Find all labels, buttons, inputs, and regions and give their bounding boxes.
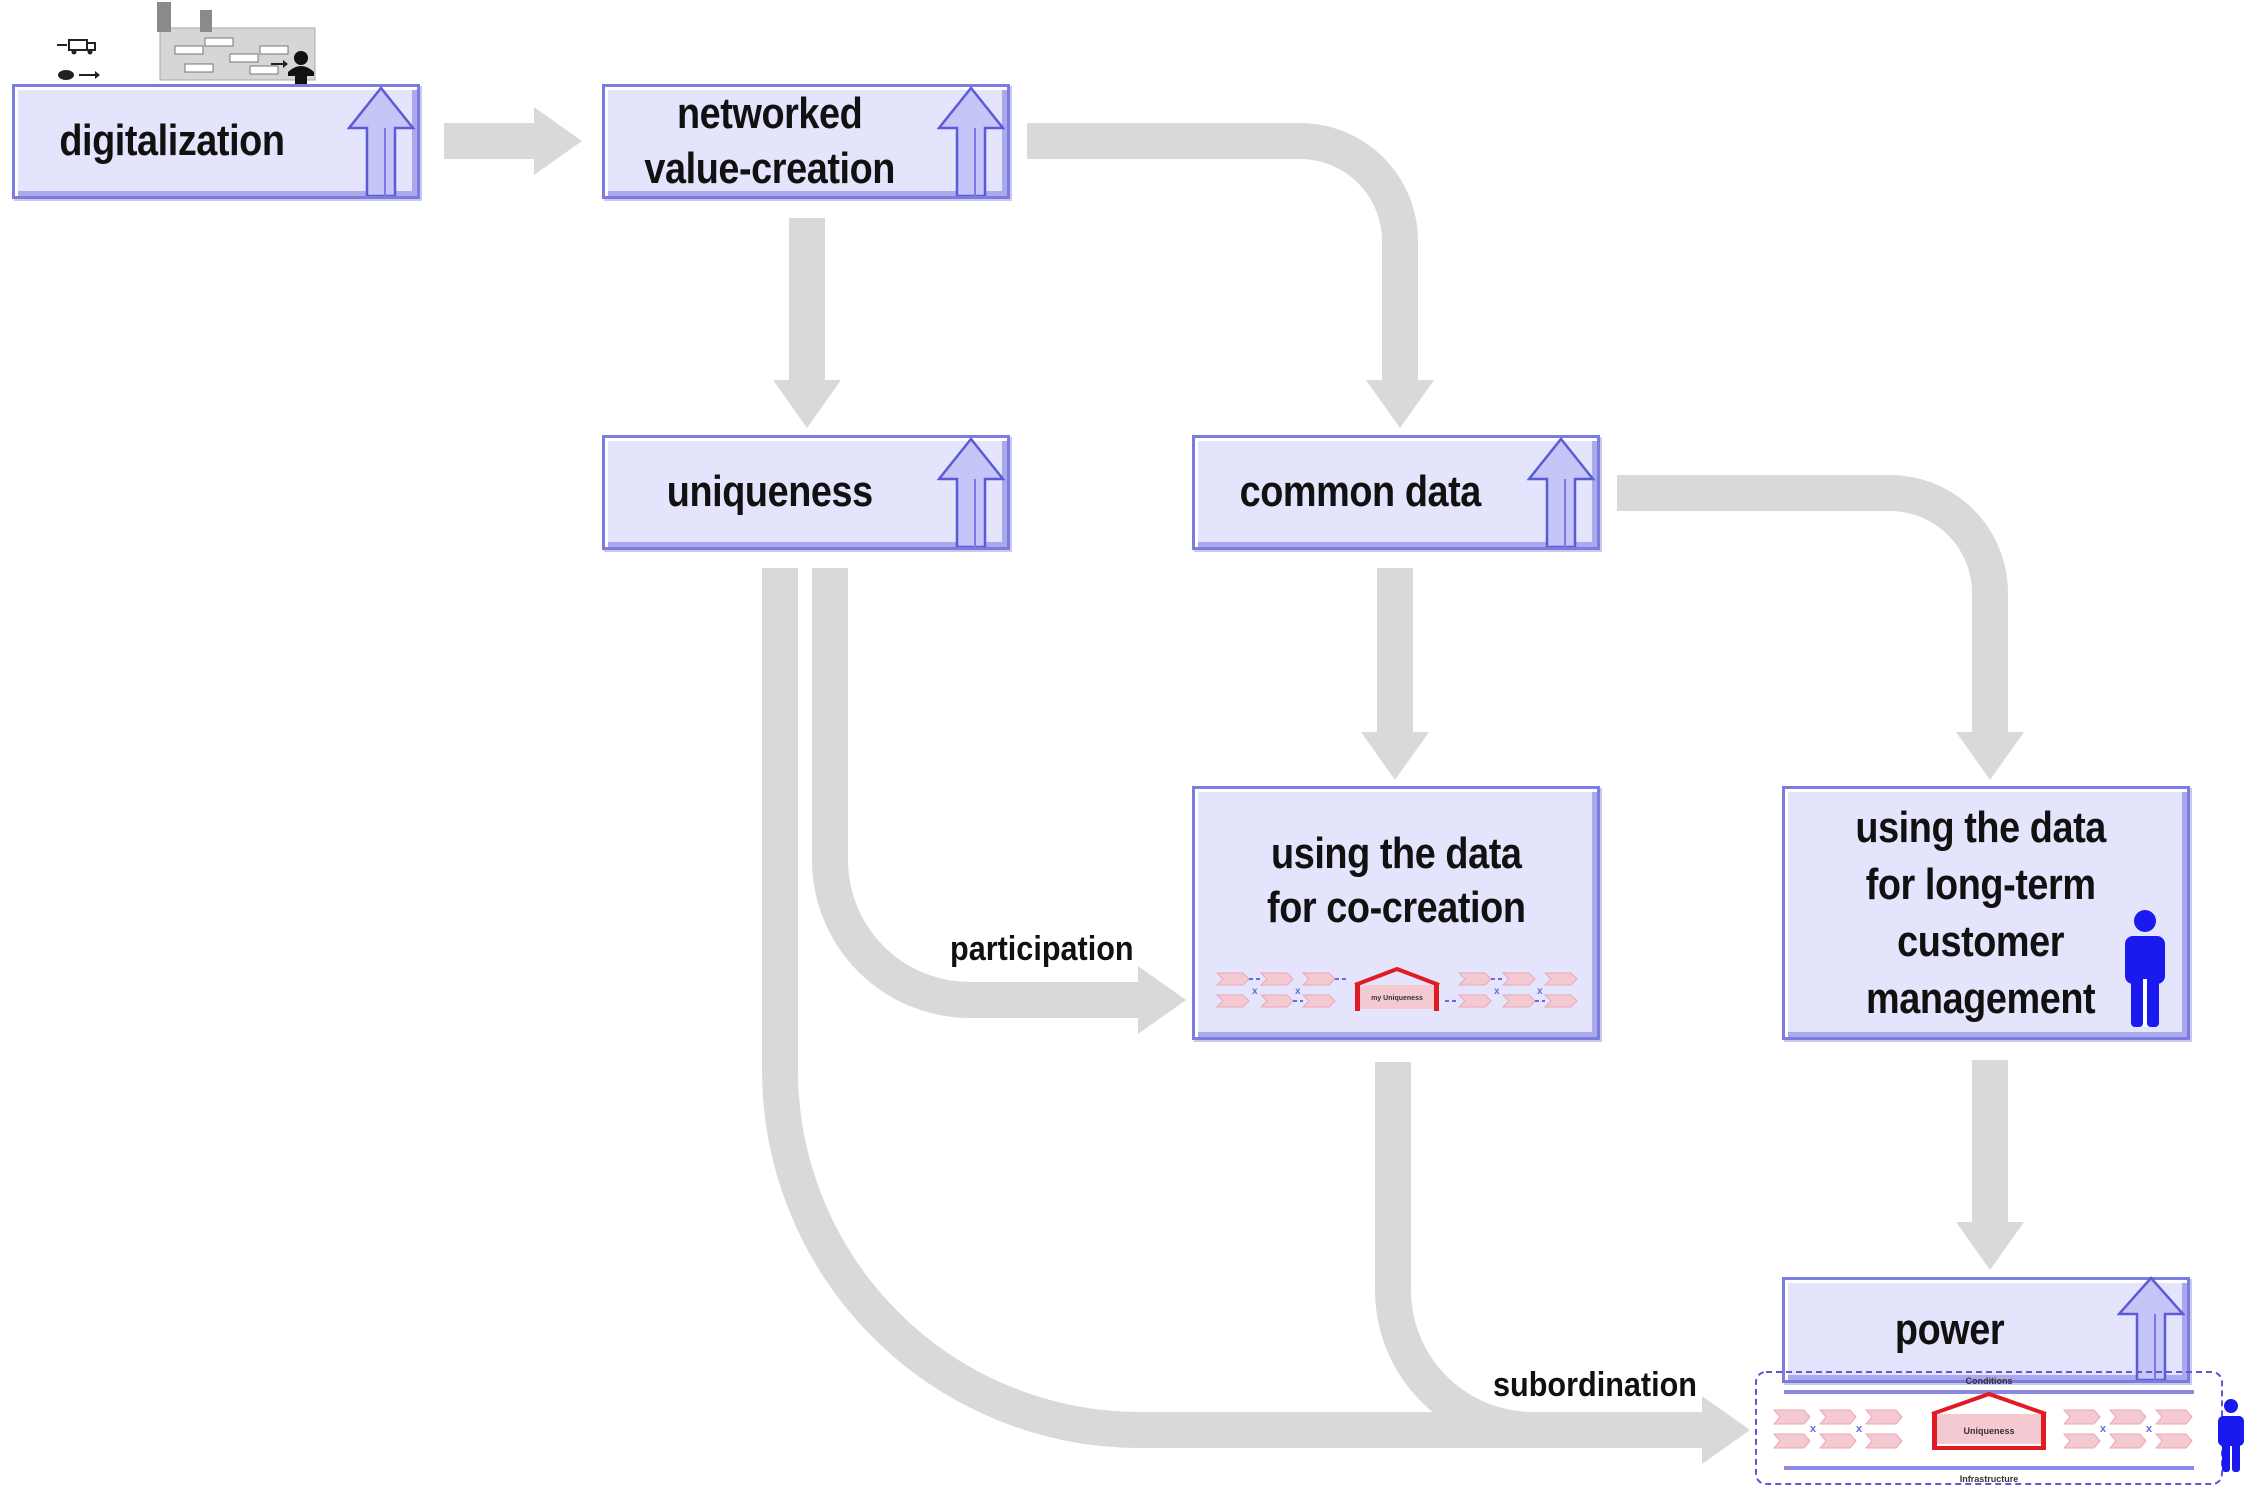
arrow-cocreation-to-subordination (1375, 1062, 1640, 1448)
person-icon (2218, 1399, 2244, 1472)
factory-illustration (57, 2, 316, 84)
node-uniqueness: uniqueness (602, 435, 1010, 550)
edge-label-subordination: subordination (1493, 1366, 1697, 1404)
node-networked-value-creation: networked value-creation (602, 84, 1010, 199)
node-digitalization-label: digitalization (59, 116, 285, 166)
node-cocreation-label: using the data for co-creation (1266, 827, 1526, 935)
up-arrow-icon (347, 85, 415, 196)
node-networked-label: networked value-creation (645, 87, 896, 195)
node-longterm-line-1: using the data (1855, 802, 2107, 852)
node-networked-line-2: value-creation (644, 143, 896, 193)
svg-text:x: x (2100, 1423, 2107, 1435)
node-longterm-line-4: management (1866, 974, 2096, 1024)
infrastructure-mini-label: Infrastructure (1960, 1474, 2019, 1484)
node-common-data-label: common data (1239, 467, 1481, 517)
node-power: power (1782, 1276, 2190, 1383)
arrow-subordination-outer (762, 568, 1750, 1464)
svg-text:x: x (2146, 1423, 2153, 1435)
node-power-label: power (1895, 1304, 2005, 1354)
my-uniqueness-mini-label: my Uniqueness (1371, 995, 1423, 1002)
node-digitalization: digitalization (12, 84, 420, 199)
svg-text:x: x (1856, 1423, 1863, 1435)
value-chain-illustration: x x x x my Uniqueness (1215, 967, 1578, 1011)
node-common-data: common data (1192, 435, 1600, 550)
person-icon (2125, 910, 2165, 1027)
edge-label-participation: participation (950, 930, 1134, 968)
svg-text:x: x (1494, 986, 1500, 997)
node-cocreation-line-2: for co-creation (1266, 883, 1526, 933)
arrow-participation (812, 568, 1186, 1034)
node-longterm-line-3: customer (1897, 917, 2065, 966)
customer-icon (271, 51, 314, 84)
raw-material-icon (58, 70, 100, 80)
platform-illustration: Conditions Infrastructure x x x x Uniquene… (1755, 1371, 2223, 1485)
svg-text:x: x (1295, 986, 1301, 997)
node-longterm-line-2: for long-term (1866, 859, 2096, 909)
node-long-term-customer-management: using the data for long-term customer ma… (1782, 786, 2190, 1040)
conditions-mini-label: Conditions (1966, 1376, 2013, 1386)
arrow-networked-to-commondata (1027, 123, 1434, 428)
arrow-commondata-to-longterm (1617, 475, 2024, 780)
up-arrow-icon (937, 436, 1005, 547)
node-networked-line-1: networked (677, 89, 863, 139)
node-longterm-label: using the data for long-term customer ma… (1855, 799, 2107, 1028)
truck-icon (57, 39, 96, 55)
svg-text:x: x (1537, 986, 1543, 997)
uniqueness-mini-label: Uniqueness (1963, 1426, 2014, 1436)
node-cocreation-line-1: using the data (1270, 829, 1522, 878)
svg-text:x: x (1810, 1423, 1817, 1435)
node-cocreation: using the data for co-creation x x x x (1192, 786, 1600, 1040)
up-arrow-icon (2117, 1276, 2185, 1380)
node-uniqueness-label: uniqueness (667, 467, 873, 517)
svg-text:x: x (1252, 986, 1258, 997)
up-arrow-icon (1527, 436, 1595, 547)
up-arrow-icon (937, 85, 1005, 196)
factory-icon (157, 2, 316, 81)
